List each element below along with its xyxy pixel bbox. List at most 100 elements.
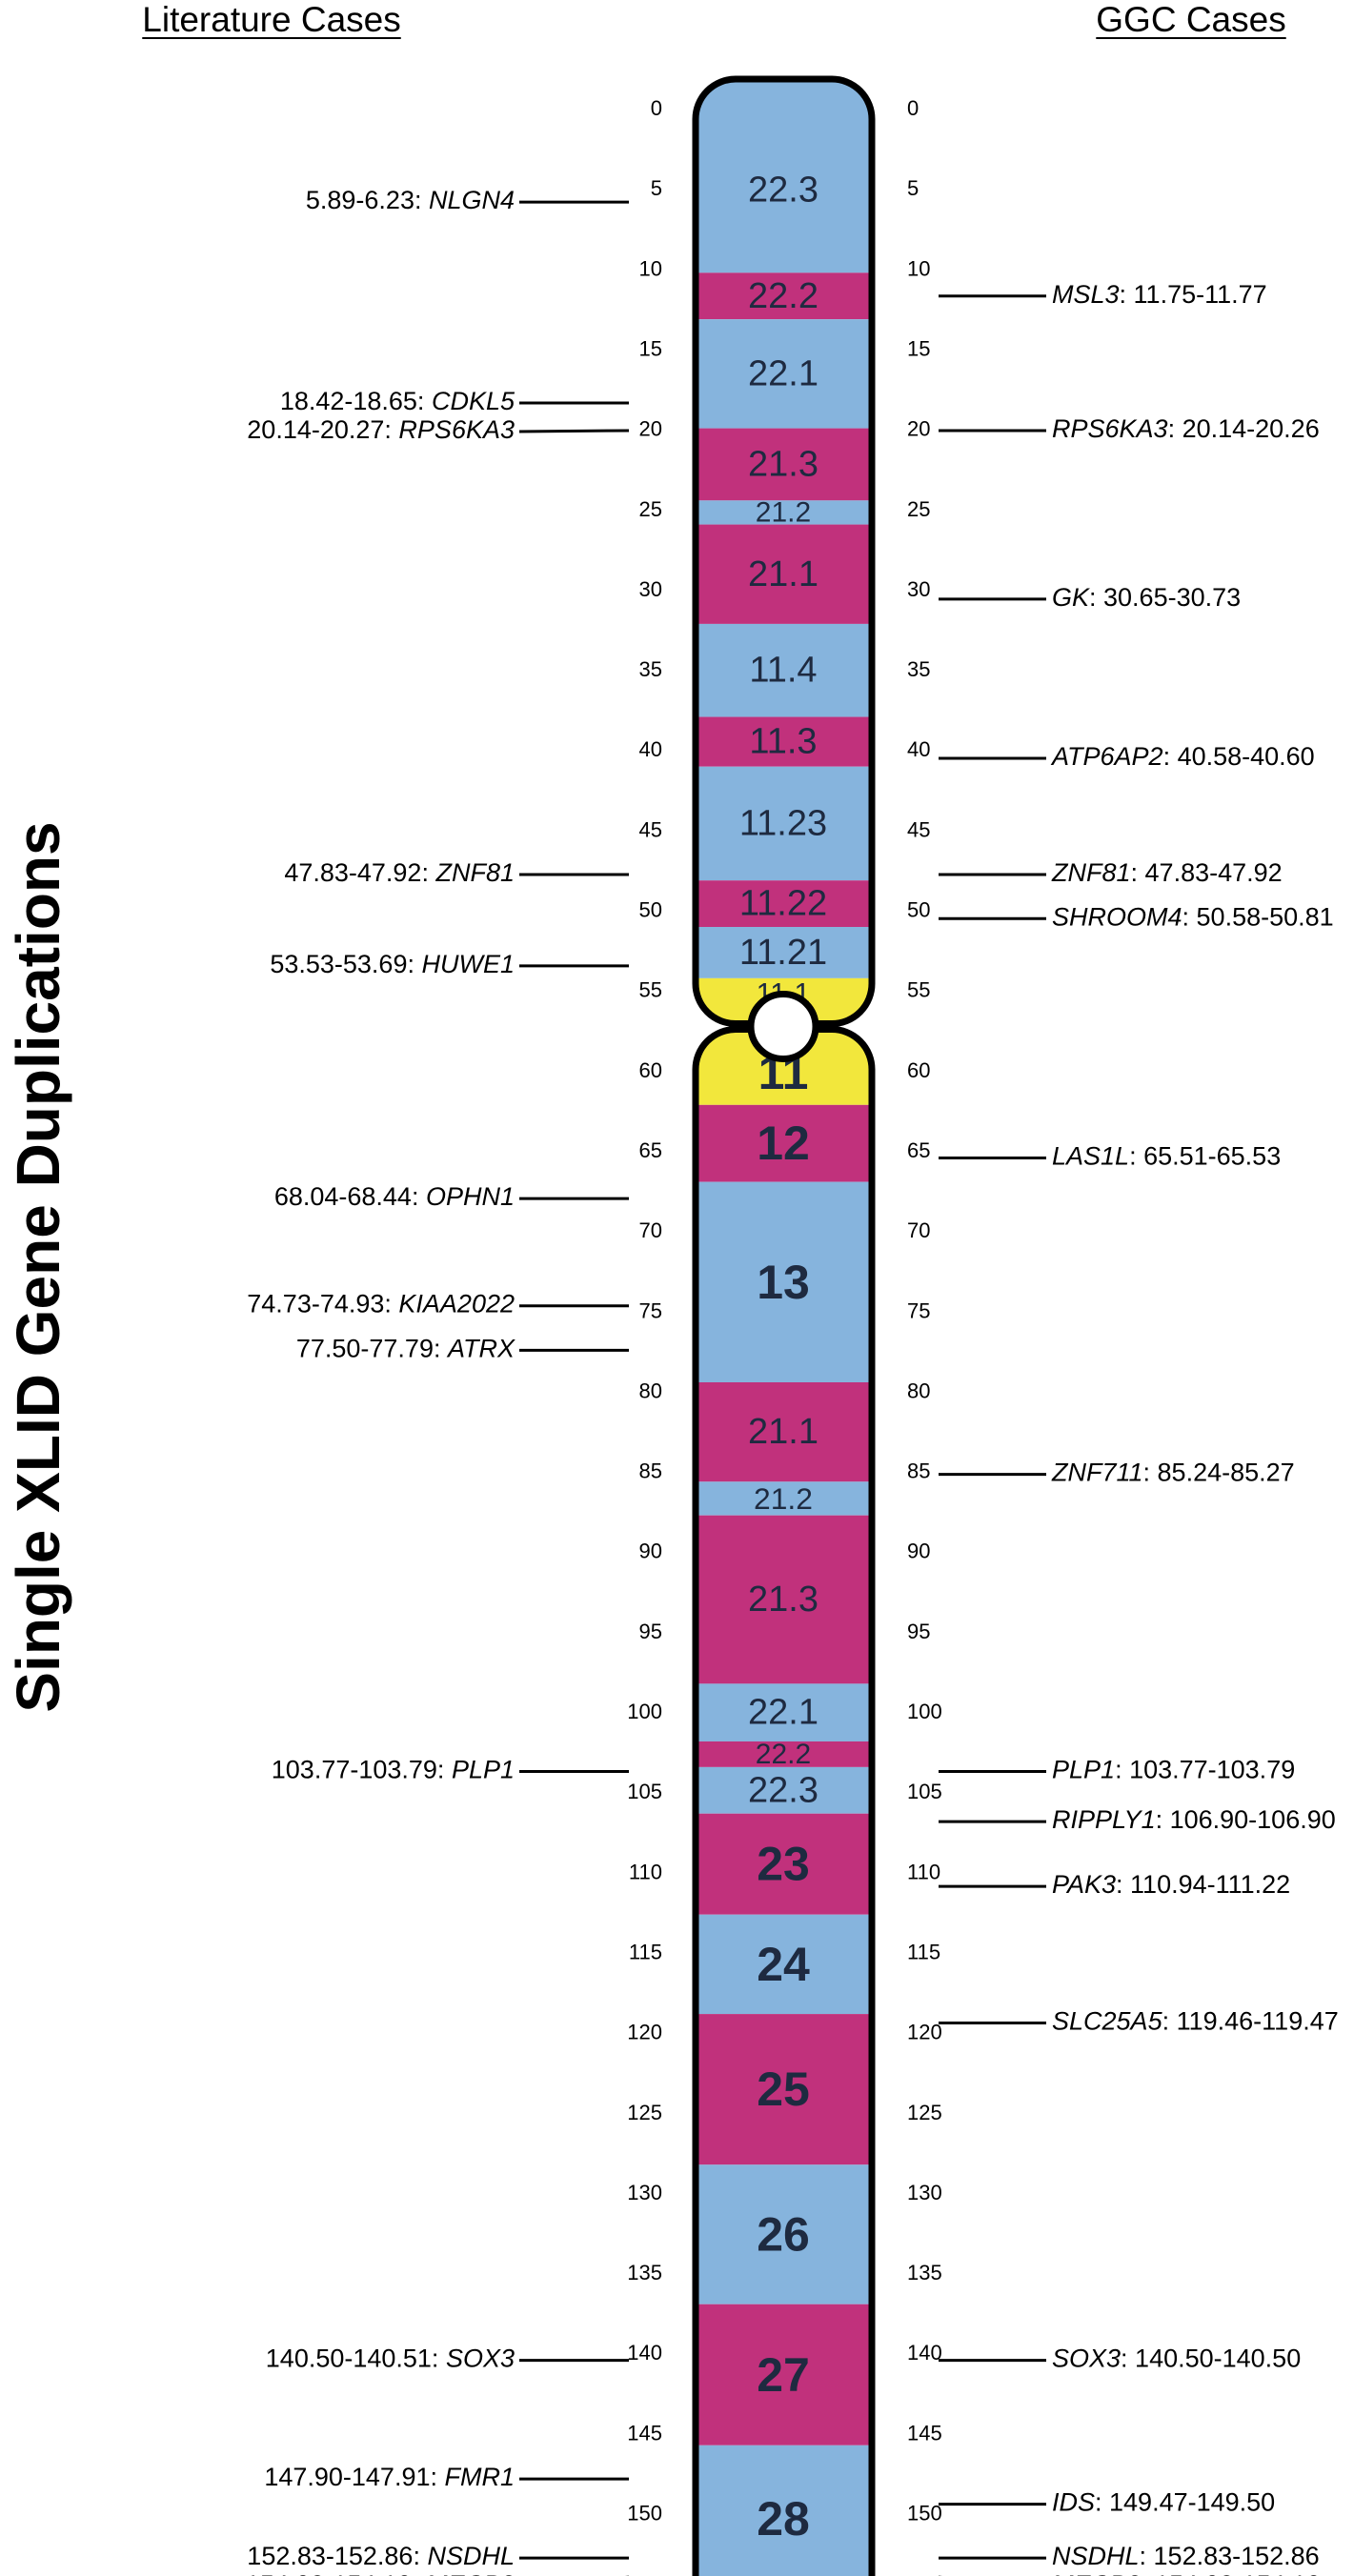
band-21-2 <box>696 1481 872 1516</box>
scale-tick-label: 75 <box>907 1298 930 1322</box>
scale-tick-label: 55 <box>907 978 930 1002</box>
scale-tick-label: 55 <box>639 978 662 1002</box>
scale-tick-label: 65 <box>639 1138 662 1162</box>
scale-tick-label: 135 <box>627 2261 662 2284</box>
ggc-case-label: PAK3: 110.94-111.22 <box>1052 1870 1290 1899</box>
scale-tick-label: 145 <box>627 2421 662 2445</box>
band-label: 27 <box>757 2348 810 2402</box>
band-label: 22.3 <box>748 1770 818 1810</box>
band-label: 25 <box>757 2063 810 2116</box>
scale-tick-label: 140 <box>627 2341 662 2365</box>
literature-case-label: 77.50-77.79: ATRX <box>296 1334 515 1362</box>
scale-tick-label: 70 <box>907 1218 930 1242</box>
band-11-3 <box>696 716 872 767</box>
band-label: 22.1 <box>748 353 818 393</box>
scale-tick-label: 150 <box>907 2502 942 2526</box>
scale-tick-label: 85 <box>639 1459 662 1483</box>
scale-tick-label: 100 <box>627 1700 662 1723</box>
band-label: 11.22 <box>739 884 827 924</box>
p-arm: 22.322.222.121.321.221.111.411.311.2311.… <box>696 79 872 1024</box>
band-label: 21.3 <box>748 444 818 484</box>
scale-tick-label: 130 <box>907 2181 942 2204</box>
band-label: 13 <box>757 1256 810 1309</box>
scale-tick-label: 10 <box>907 256 930 280</box>
band-22-1 <box>696 319 872 429</box>
band-label: 11.3 <box>749 722 817 762</box>
scale-tick-label: 125 <box>627 2101 662 2124</box>
band-21-3 <box>696 428 872 501</box>
band-label: 23 <box>757 1838 810 1891</box>
ggc-case-label: ZNF711: 85.24-85.27 <box>1051 1459 1295 1487</box>
scale-tick-label: 105 <box>907 1780 942 1803</box>
scale-tick-label: 45 <box>639 817 662 841</box>
scale-tick-label: 65 <box>907 1138 930 1162</box>
literature-case-pointer <box>518 429 630 433</box>
scale-tick-label: 90 <box>639 1540 662 1563</box>
literature-case-label: 103.77-103.79: PLP1 <box>272 1756 515 1784</box>
literature-case-label: 140.50-140.51: SOX3 <box>266 2345 515 2373</box>
literature-case-label: 20.14-20.27: RPS6KA3 <box>247 415 515 444</box>
band-13 <box>696 1181 872 1382</box>
band-label: 22.2 <box>748 276 818 316</box>
scale-tick-label: 5 <box>907 176 919 200</box>
ggc-case-label: MSL3: 11.75-11.77 <box>1052 280 1267 309</box>
literature-case-label: 147.90-147.91: FMR1 <box>264 2463 515 2491</box>
scale-tick-label: 20 <box>907 417 930 441</box>
ggc-case-label: ZNF81: 47.83-47.92 <box>1051 858 1283 887</box>
band-label: 11.21 <box>739 933 827 973</box>
scale-tick-label: 150 <box>627 2502 662 2526</box>
ggc-case-label: IDS: 149.47-149.50 <box>1052 2488 1275 2517</box>
scale-tick-label: 0 <box>651 96 662 120</box>
ggc-case-label: SOX3: 140.50-140.50 <box>1052 2345 1301 2373</box>
band-label: 12 <box>757 1117 810 1170</box>
band-label: 21.2 <box>756 496 811 528</box>
scale-tick-label: 110 <box>629 1860 662 1883</box>
scale-tick-label: 10 <box>639 256 662 280</box>
ggc-cases-heading: GGC Cases <box>1096 0 1286 39</box>
scale-tick-label: 125 <box>907 2101 942 2124</box>
band-label: 21.1 <box>748 554 818 594</box>
band-label: 21.2 <box>754 1481 813 1516</box>
scale-tick-label: 30 <box>639 577 662 601</box>
band-21-1 <box>696 524 872 624</box>
ggc-case-label: LAS1L: 65.51-65.53 <box>1052 1142 1281 1171</box>
scale-tick-label: 85 <box>907 1459 930 1483</box>
band-12 <box>696 1104 872 1182</box>
scale-tick-label: 115 <box>907 1940 940 1963</box>
literature-case-label: 74.73-74.93: KIAA2022 <box>247 1290 515 1318</box>
scale-tick-label: 40 <box>907 737 930 761</box>
band-label: 22.2 <box>756 1739 811 1770</box>
scale-tick-label: 60 <box>907 1058 930 1082</box>
band-11-4 <box>696 623 872 717</box>
scale-tick-label: 75 <box>639 1298 662 1322</box>
scale-tick-label: 40 <box>639 737 662 761</box>
scale-tick-label: 115 <box>629 1940 662 1963</box>
band-22-2 <box>696 1741 872 1767</box>
scale-tick-label: 25 <box>907 497 930 521</box>
scale-tick-label: 20 <box>639 417 662 441</box>
band-label: 21.3 <box>748 1580 818 1620</box>
band-28 <box>696 2445 872 2576</box>
scale-tick-label: 35 <box>639 657 662 681</box>
centromere <box>747 991 819 1063</box>
scale-tick-label: 120 <box>907 2021 942 2044</box>
literature-cases: 5.89-6.23: NLGN4 18.42-18.65: CDKL520.14-… <box>246 186 630 2576</box>
band-11-23 <box>696 766 872 881</box>
band-label: 22.1 <box>748 1693 818 1733</box>
literature-case-label: 47.83-47.92: ZNF81 <box>284 858 515 887</box>
band-11-21 <box>696 927 872 978</box>
scale-tick-label: 60 <box>639 1058 662 1082</box>
scale-tick-label: 30 <box>907 577 930 601</box>
literature-case-label: 18.42-18.65: CDKL5 <box>280 387 515 415</box>
ggc-case-label: NSDHL: 152.83-152.86 <box>1052 2542 1320 2570</box>
q-arm: 11121321.121.221.322.122.222.32324252627… <box>696 1029 872 2576</box>
scale-tick-label: 95 <box>907 1620 930 1643</box>
literature-case-label: 53.53-53.69: HUWE1 <box>270 950 515 978</box>
literature-case-label: 5.89-6.23: NLGN4 <box>306 186 515 214</box>
band-26 <box>696 2164 872 2304</box>
ggc-case-label: ATP6AP2: 40.58-40.60 <box>1050 742 1315 771</box>
band-label: 22.3 <box>748 171 818 211</box>
band-11-22 <box>696 880 872 928</box>
